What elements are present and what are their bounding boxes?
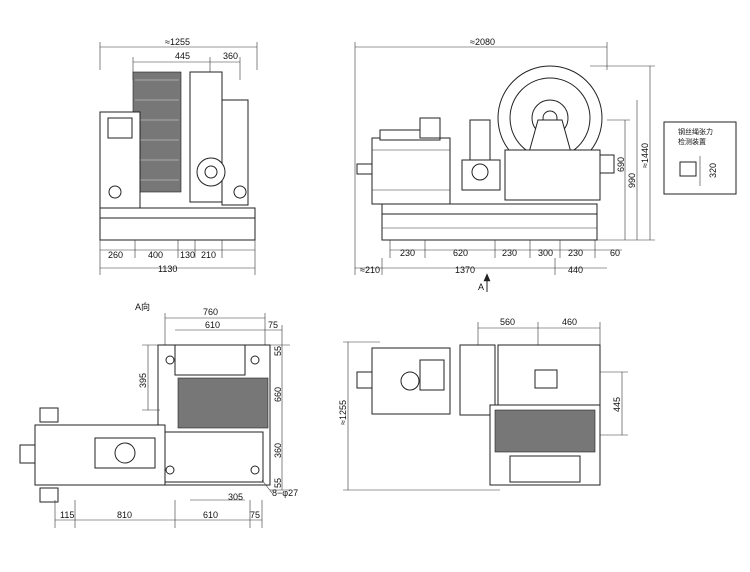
view-a-dim-115: 115 [60,510,74,520]
side-dim-b5: 230 [568,248,583,258]
view-a-dim-360: 360 [273,443,283,458]
view-a-dim-760: 760 [203,307,218,317]
side-dim-b1: 230 [400,248,415,258]
plan-dim-560: 560 [500,317,515,327]
plan-dim-overall: ≈1255 [338,400,348,425]
side-dim-sheave: 990 [627,173,637,188]
view-arrow-label: A [478,282,484,292]
front-dim-overall-bottom: 1130 [158,264,177,274]
view-a-dim-305: 305 [228,492,243,502]
view-a-title: A向 [135,301,150,312]
side-view: ≈2080 690 990 ≈1440 [354,37,737,292]
view-a-dim-660: 660 [273,387,283,402]
front-dim-d1: 260 [108,250,123,260]
detail-box-line2: 检测装置 [678,137,706,146]
view-a: A向 760 610 75 55 660 360 55 [19,301,298,528]
front-dim-overall: ≈1255 [165,37,190,47]
view-a-hole-note: 8−φ27 [272,488,298,498]
side-dim-motor: 690 [616,157,626,172]
side-dim-left: ≈210 [360,265,380,275]
view-a-dim-610-bottom: 610 [203,510,218,520]
plan-dim-460: 460 [562,317,577,327]
view-a-dim-395: 395 [138,373,148,388]
side-dim-right: 440 [568,265,583,275]
side-dim-total: ≈1440 [640,143,650,168]
side-dim-b3: 230 [502,248,517,258]
side-dim-b2: 620 [453,248,468,258]
front-view: ≈1255 445 360 [99,37,258,275]
side-dim-overall: ≈2080 [470,37,495,47]
front-dim-d4: 210 [201,250,216,260]
front-dim-d2: 400 [148,250,163,260]
view-a-dim-55-bottom: 55 [273,478,283,488]
front-dim-drum: 445 [175,51,190,61]
front-dim-sheave: 360 [223,51,238,61]
plan-dim-445: 445 [612,397,622,412]
detail-box-line1: 钢丝绳张力 [678,127,713,136]
side-dim-mid: 1370 [455,265,475,275]
view-a-dim-55-top: 55 [273,346,283,356]
view-a-dim-810: 810 [117,510,132,520]
view-a-dim-75-bottom: 75 [250,510,260,520]
front-dim-d3: 130 [180,250,195,260]
detail-box-dim: 320 [708,163,718,178]
side-dim-b6: 60 [610,248,620,258]
side-dim-b4: 300 [538,248,553,258]
plan-view: 560 460 ≈1255 445 [338,317,628,491]
view-a-dim-75: 75 [268,320,278,330]
view-a-dim-610: 610 [205,320,220,330]
